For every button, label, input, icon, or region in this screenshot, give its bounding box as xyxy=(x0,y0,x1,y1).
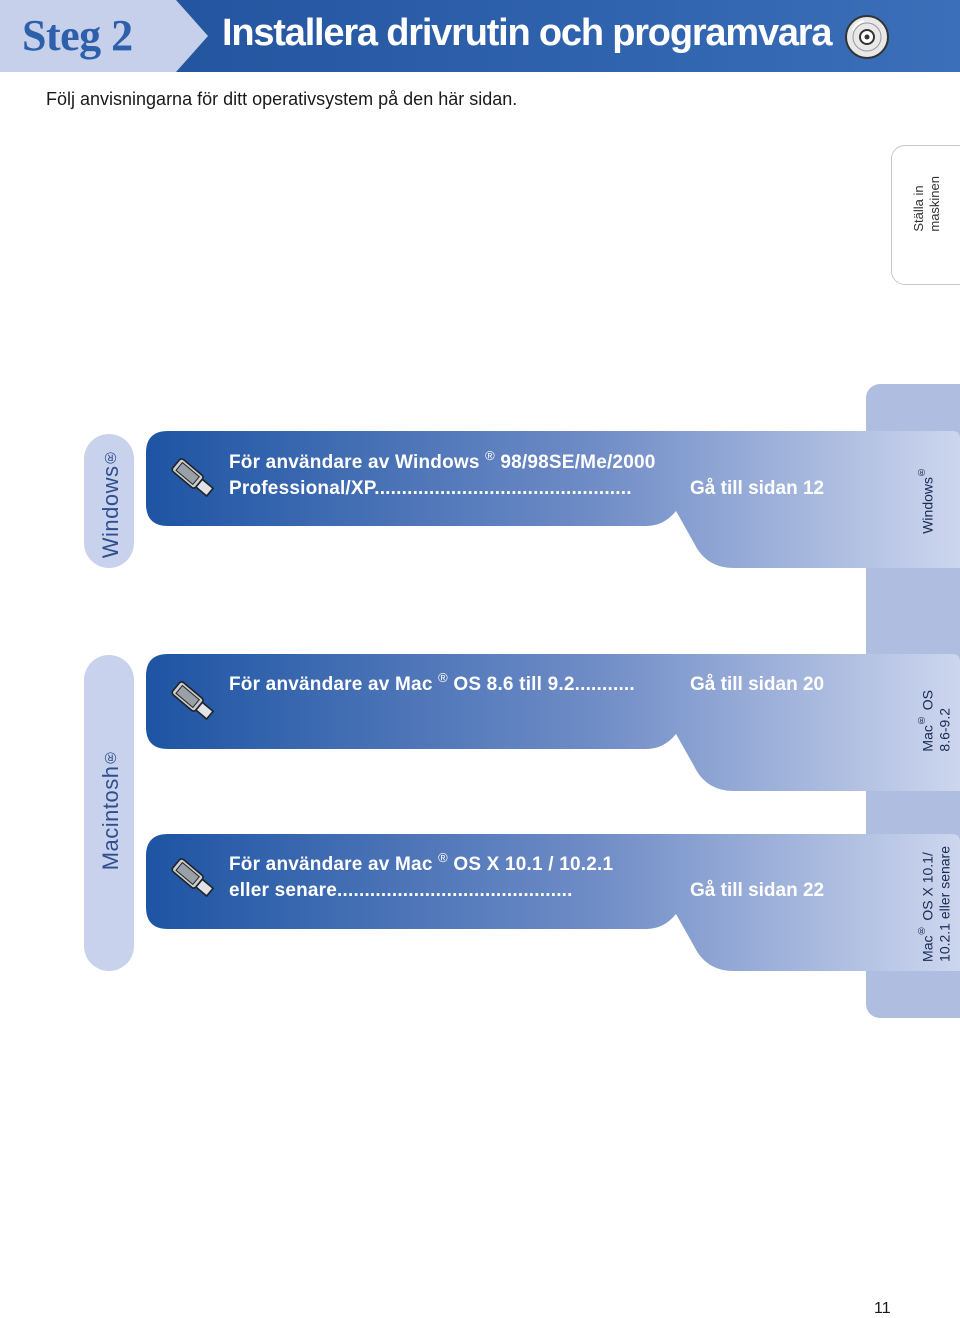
cd-rom-icon xyxy=(845,15,889,59)
usb-cable-icon xyxy=(171,681,215,721)
page-title: Installera drivrutin och programvara xyxy=(222,12,833,54)
step-arrow xyxy=(176,0,208,72)
step-label: Steg 2 xyxy=(22,11,133,60)
windows-goto-link[interactable]: Gå till sidan 12 xyxy=(690,478,825,499)
usb-cable-icon xyxy=(171,458,215,498)
windows-link-band[interactable] xyxy=(146,431,960,568)
tab-mac-os-x[interactable]: Mac® OS X 10.1/ 10.2.1 eller senare xyxy=(916,846,953,962)
instructions-subtitle: Följ anvisningarna för ditt operativsyst… xyxy=(46,89,518,109)
page-number: 11 xyxy=(874,1300,891,1317)
usb-cable-icon xyxy=(171,858,215,898)
mac-osx-link-band[interactable] xyxy=(146,834,960,971)
mac-osx-goto-link[interactable]: Gå till sidan 22 xyxy=(690,880,825,901)
macintosh-section-label: Macintosh® xyxy=(98,748,123,871)
mac-classic-goto-link[interactable]: Gå till sidan 20 xyxy=(690,674,825,695)
mac-classic-link-band[interactable] xyxy=(146,654,960,791)
step-box xyxy=(0,0,176,72)
macintosh-section-pill xyxy=(84,655,134,971)
mac-osx-line2: eller senare............................… xyxy=(229,880,573,901)
tab-setup-machine[interactable] xyxy=(891,145,960,285)
windows-line1: För användare av Windows ® 98/98SE/Me/20… xyxy=(229,448,656,473)
mac-osx-line1: För användare av Mac ® OS X 10.1 / 10.2.… xyxy=(229,850,614,875)
windows-section-label: Windows® xyxy=(98,448,123,559)
tab-mac-os-classic[interactable]: Mac® OS 8.6-9.2 xyxy=(916,690,953,752)
windows-line2: Professional/XP.........................… xyxy=(229,478,632,499)
tab-windows[interactable]: Windows® xyxy=(916,466,936,534)
windows-section-pill xyxy=(84,434,134,568)
mac-classic-line1: För användare av Mac ® OS 8.6 till 9.2..… xyxy=(229,670,635,695)
